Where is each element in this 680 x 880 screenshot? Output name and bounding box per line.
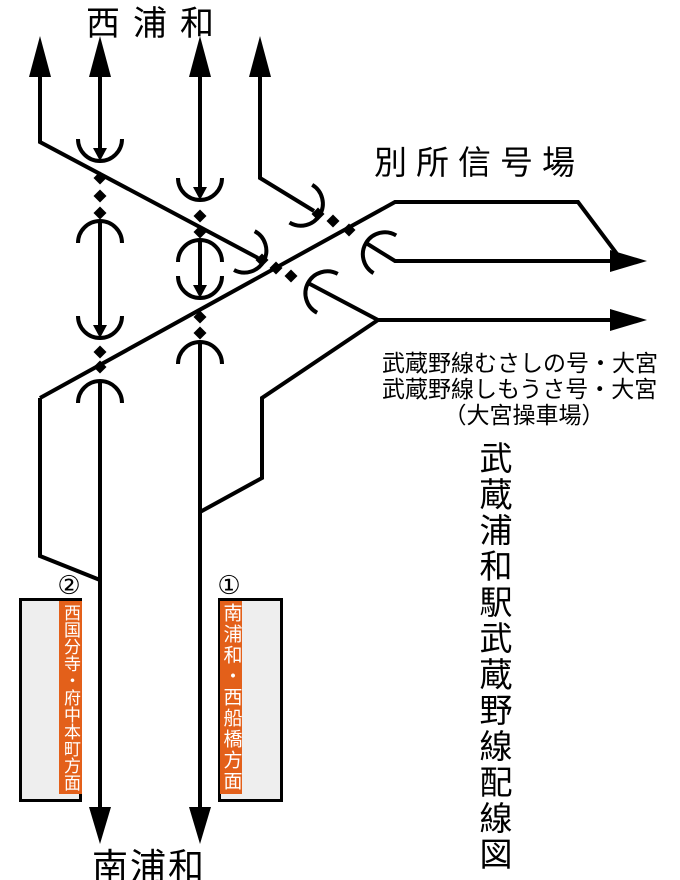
track-east-connector-upper: [258, 74, 316, 213]
arrow-down-icon: [89, 807, 111, 844]
underpass-emerge-portals: [76, 219, 398, 404]
track-west-connector-upper: [38, 74, 259, 260]
track-lines: [38, 74, 622, 812]
emerge-portal: [303, 269, 339, 315]
track-east-branch-lower: [199, 318, 380, 514]
diamond-dot: [255, 253, 269, 267]
platform-2-direction-sign: 西国分寺・府中本町方面: [59, 601, 82, 794]
station-label-minami-urawa: 南浦和: [92, 846, 207, 880]
platform-1-direction-text: 南浦和・西船橋方面: [220, 603, 242, 792]
emerge-portal: [176, 340, 224, 365]
dive-portal: [176, 177, 224, 202]
note-omiya-yard: （大宮操車場）: [443, 402, 605, 428]
emerge-portal: [360, 230, 398, 275]
platform-1-number: ①: [217, 570, 241, 600]
diamond-dot: [342, 223, 356, 237]
direction-arrowheads: [29, 36, 647, 844]
omiya-track-notes: 武蔵野線むさしの号・大宮 武蔵野線しもうさ号・大宮 （大宮操車場）: [382, 350, 666, 428]
arrow-down-icon: [189, 807, 211, 844]
note-shimousa-go: 武蔵野線しもうさ号・大宮: [382, 376, 658, 402]
diamond-dot: [193, 326, 207, 340]
arrow-up-icon: [249, 36, 271, 77]
platform-2-number: ②: [57, 570, 81, 600]
dive-portal: [76, 315, 124, 340]
diamond-dot: [193, 310, 207, 324]
platform-2-direction-text: 西国分寺・府中本町方面: [61, 604, 80, 791]
diamond-dot: [93, 345, 107, 359]
diamond-dot: [193, 209, 207, 223]
track-bessho-loop: [39, 200, 622, 400]
diamond-dot: [93, 189, 107, 203]
track-upper-omiya-line: [364, 241, 614, 263]
diamond-dot: [93, 206, 107, 220]
diamond-dot: [269, 261, 283, 275]
underpass-diamonds: [93, 171, 356, 374]
diamond-dot: [311, 207, 325, 221]
diamond-dot: [326, 214, 340, 228]
diamond-dot: [284, 269, 298, 283]
station-label-nishi-urawa: 西浦和: [86, 5, 227, 43]
diamond-dot: [93, 171, 107, 185]
emerge-portal: [76, 379, 124, 404]
arrow-right-icon: [610, 309, 647, 331]
diagram-caption: 武蔵浦和駅武蔵野線配線図: [475, 441, 512, 873]
dive-portal: [176, 275, 224, 300]
note-musashino-go: 武蔵野線むさしの号・大宮: [382, 350, 658, 376]
arrow-up-icon: [89, 36, 111, 77]
diamond-dot: [193, 225, 207, 239]
emerge-portal: [76, 219, 124, 244]
emerge-portal: [176, 238, 224, 263]
track-lower-omiya-line: [307, 281, 614, 322]
platform-1-direction-sign: 南浦和・西船橋方面: [220, 601, 242, 794]
arrow-up-icon: [189, 36, 211, 77]
track-west-branch-lower: [38, 398, 101, 582]
signal-station-label-bessho: 別所信号場: [374, 144, 584, 181]
arrow-up-icon: [29, 36, 51, 77]
diamond-dot: [93, 360, 107, 374]
dive-portal: [76, 138, 124, 163]
arrow-right-icon: [610, 250, 647, 272]
